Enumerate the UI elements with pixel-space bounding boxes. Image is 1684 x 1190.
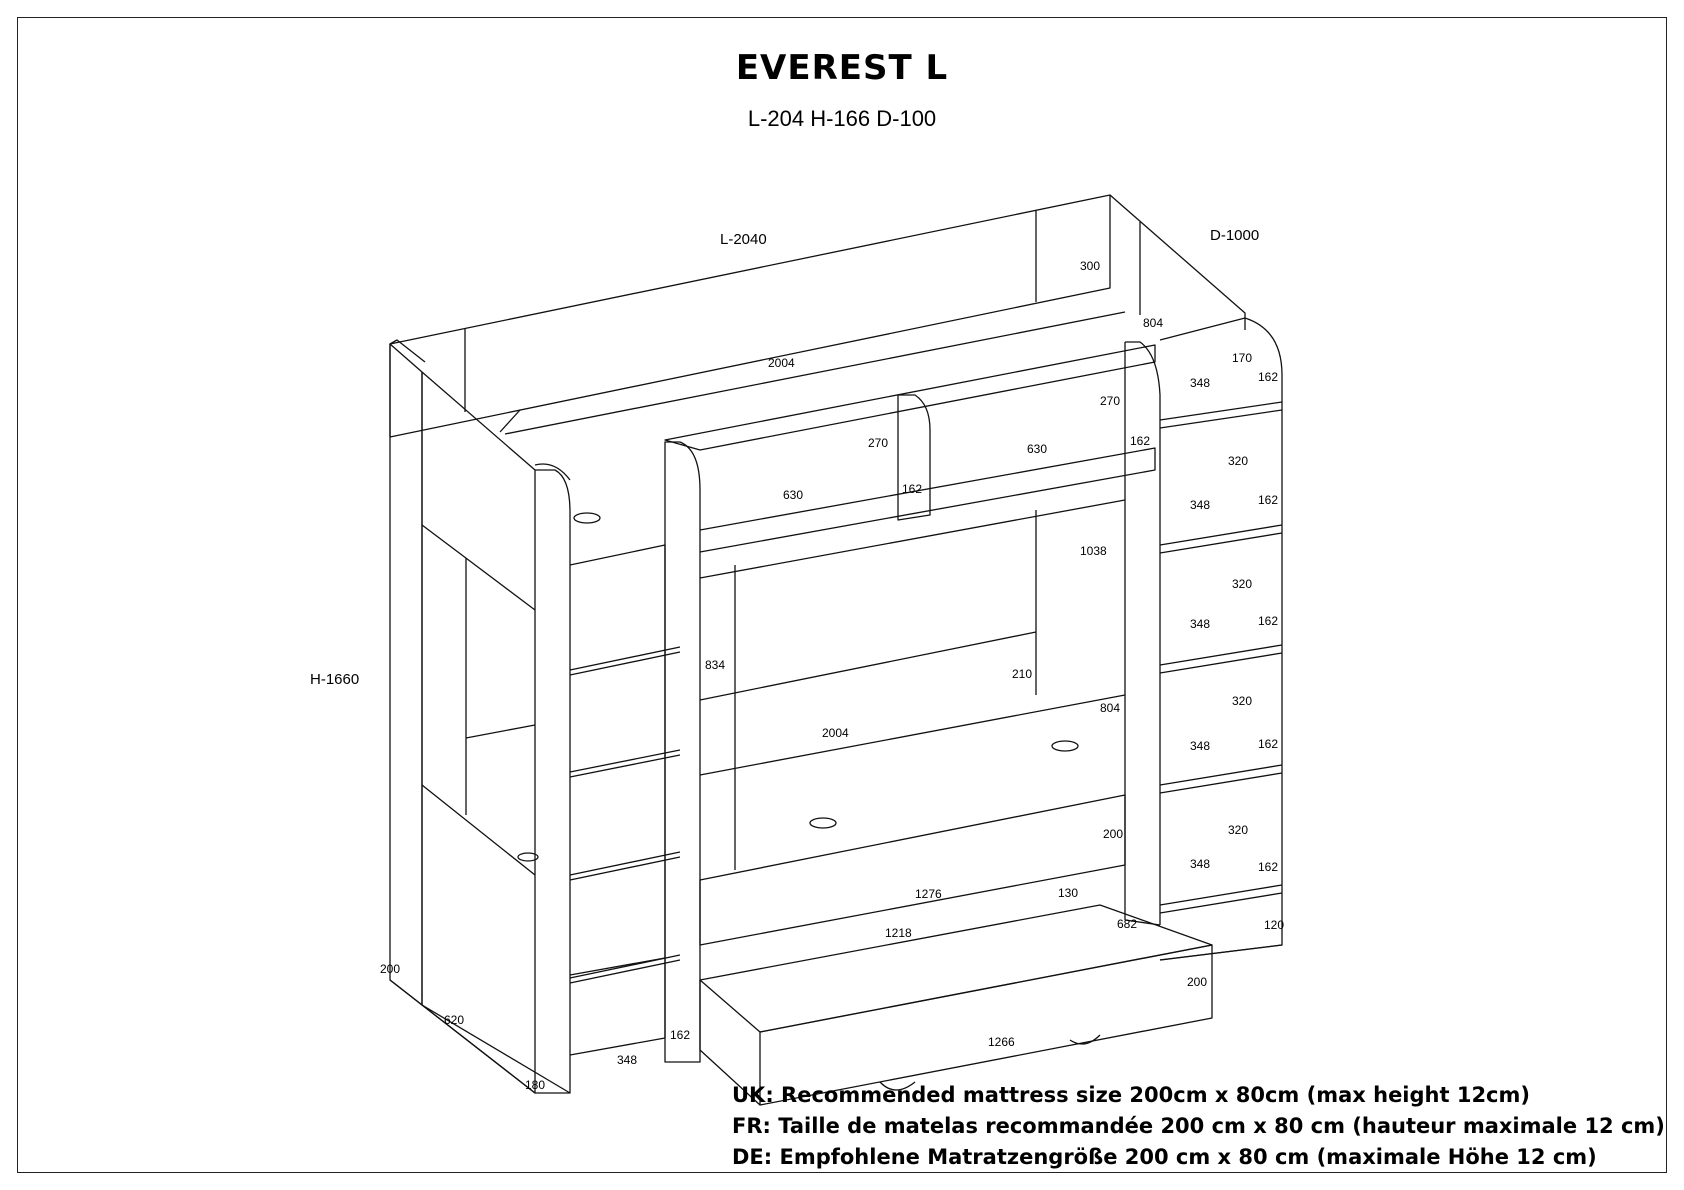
top-divider [897,394,931,521]
dim-label: 270 [1100,394,1120,408]
shelf-thickness-label: 162 [1258,614,1278,628]
dim-label: 804 [1100,701,1120,715]
shelf-height-label: 320 [1232,694,1252,708]
dim-label: 682 [1117,917,1137,931]
drawer-front [759,944,1213,1106]
dim-label: 300 [1080,259,1100,273]
ladder-post [664,441,701,1063]
cable-hole-icon [809,817,837,829]
left-end-panel [421,371,536,1094]
dim-length: L-2040 [720,231,767,248]
shelf-thickness-label: 162 [1258,737,1278,751]
shelf-depth-label: 348 [1190,739,1210,753]
shelf-thickness-label: 162 [1258,493,1278,507]
dim-label: 180 [525,1078,545,1092]
dim-label: 120 [1264,918,1284,932]
cable-hole-icon [573,512,601,524]
dim-depth: D-1000 [1210,227,1259,244]
right-shelves [1159,401,1283,914]
left-post [535,469,571,1094]
dim-label: 162 [670,1028,690,1042]
dim-label: 834 [705,658,725,672]
dimension-labels: L-2040 D-1000 H-1660 2004 300 804 170 27… [310,227,1284,1092]
dim-label: 130 [1058,886,1078,900]
shelf-depth-label: 348 [1190,857,1210,871]
page-title: EVEREST L [735,48,949,88]
shelf-depth-label: 348 [1190,617,1210,631]
dim-label: 1038 [1080,544,1107,558]
dim-label: 630 [783,488,803,502]
dim-label: 2004 [768,356,795,370]
drawing-frame [17,17,1667,1173]
note-uk: UK: Recommended mattress size 200cm x 80… [732,1083,1530,1107]
dim-label: 162 [902,482,922,496]
shelf-thickness-label: 162 [1258,860,1278,874]
right-column [1125,341,1161,925]
dim-label: 1218 [885,926,912,940]
dim-label: 1266 [988,1035,1015,1049]
dim-label: 200 [380,962,400,976]
right-shelf-case [1159,317,1283,961]
note-de: DE: Empfohlene Matratzengröße 200 cm x 8… [732,1145,1597,1169]
dim-label: 348 [617,1053,637,1067]
dim-label: 270 [868,436,888,450]
mattress-notes: UK: Recommended mattress size 200cm x 80… [732,1080,1665,1173]
dim-label: 1276 [915,887,942,901]
note-fr: FR: Taille de matelas recommandée 200 cm… [732,1114,1665,1138]
shelf-depth-label: 348 [1190,498,1210,512]
shelf-height-label: 320 [1232,577,1252,591]
page-subtitle: L-204 H-166 D-100 [747,106,937,131]
shelf-depth-label: 348 [1190,376,1210,390]
ladder-rungs [569,646,681,984]
shelf-height-label: 320 [1228,454,1248,468]
dim-label: 200 [1103,827,1123,841]
dim-label: 162 [1130,434,1150,448]
dim-label: 2004 [822,726,849,740]
top-shelf-rail [664,344,1156,451]
dim-label: 620 [444,1013,464,1027]
shelf-height-label: 320 [1228,823,1248,837]
base-rail [699,794,1126,946]
dim-label: 200 [1187,975,1207,989]
dim-label: 804 [1143,316,1163,330]
cable-hole-icon [517,852,539,862]
bed-outline [389,194,1283,1106]
cable-hole-icon [1051,740,1079,752]
dim-label: 210 [1012,667,1032,681]
left-end-panel-front [389,343,423,1006]
dim-label: 630 [1027,442,1047,456]
dim-label: 170 [1232,351,1252,365]
shelf-thickness-label: 162 [1258,370,1278,384]
dim-height: H-1660 [310,671,359,688]
